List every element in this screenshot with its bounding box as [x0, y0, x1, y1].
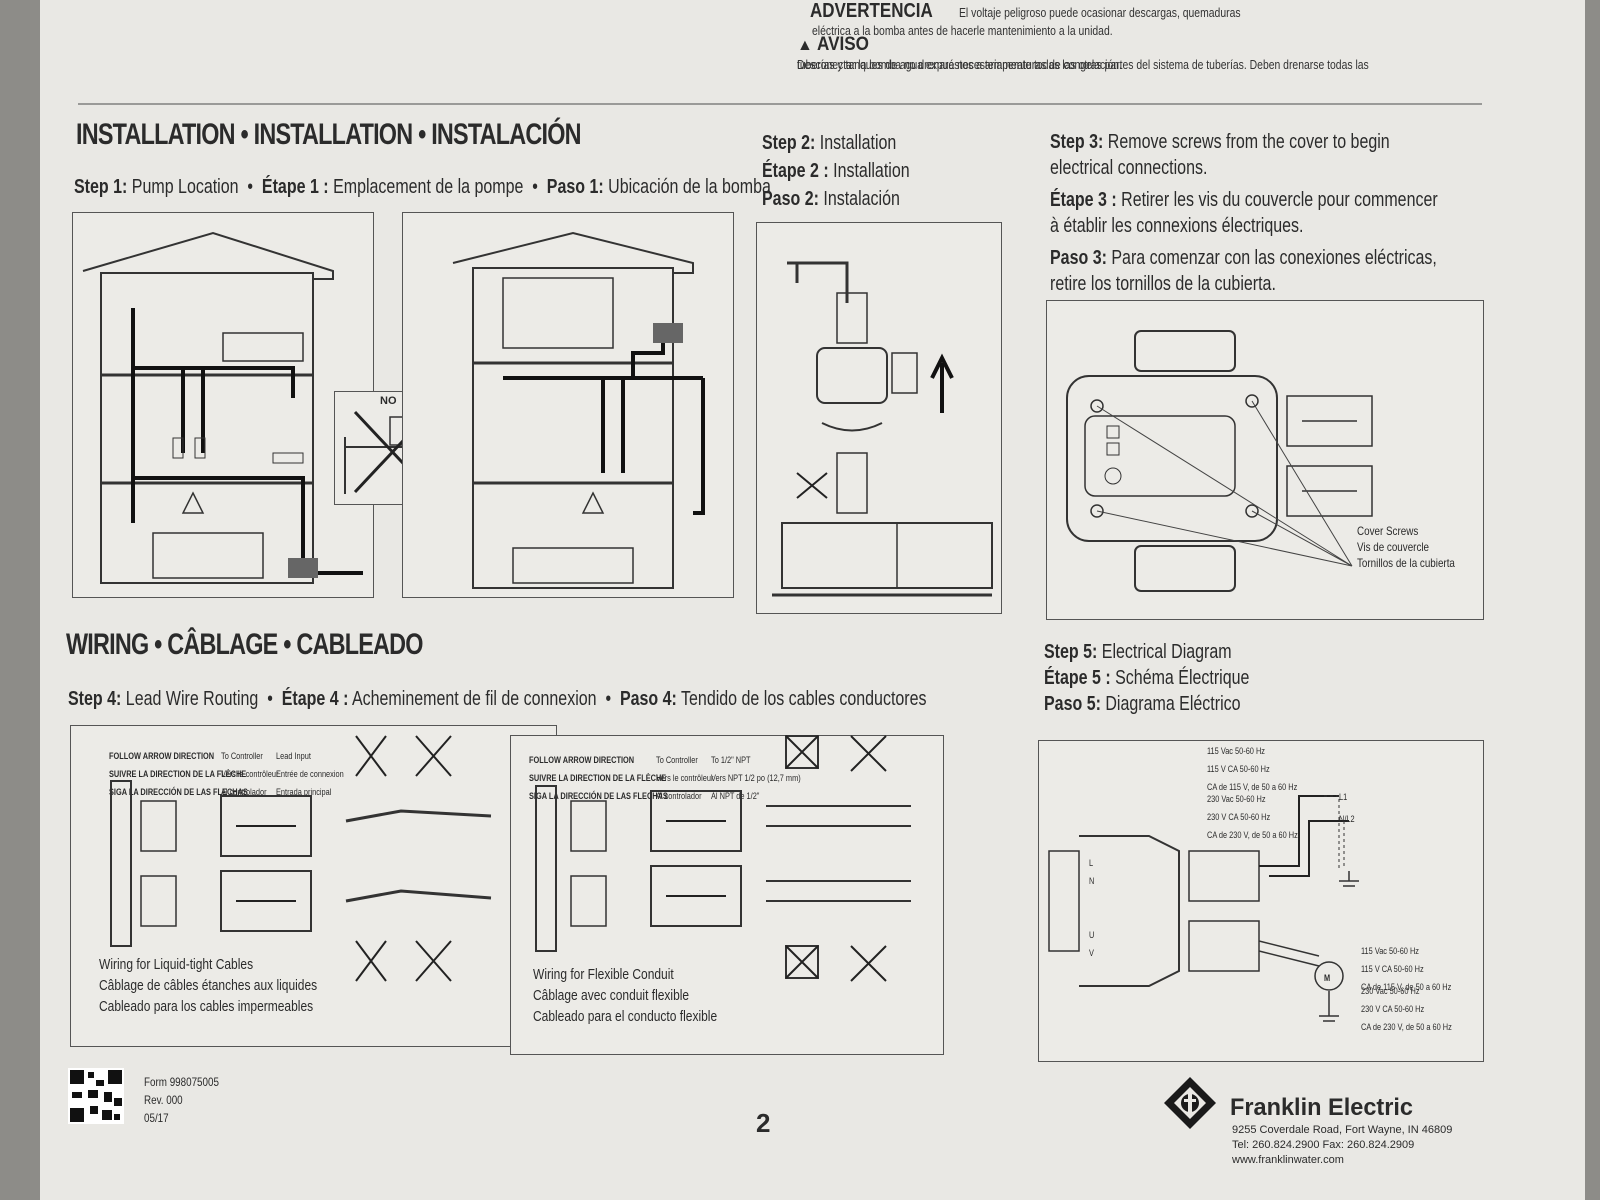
no-label: NO	[380, 395, 397, 407]
l1-label: L1	[1339, 792, 1348, 802]
npt-note: To 1/2" NPT Vers NPT 1/2 po (12,7 mm) Al…	[711, 755, 801, 801]
arrow-direction-note: FOLLOW ARROW DIRECTION SUIVRE LA DIRECTI…	[109, 751, 248, 797]
nl2-label: N/L2	[1339, 814, 1355, 824]
step1-label: Step 1: Pump Location • Étape 1 : Emplac…	[74, 176, 771, 198]
step2-labels: Step 2: Installation Étape 2 : Installat…	[762, 132, 910, 210]
pump-illustration	[772, 261, 993, 597]
warning-triangle-icon: ▲	[797, 37, 813, 54]
to-controller-note: To Controller Vers le contrôleur Al cont…	[221, 751, 279, 797]
step4-label: Step 4: Lead Wire Routing • Étape 4 : Ac…	[68, 688, 927, 710]
house-illustration	[452, 231, 705, 589]
manual-page: ADVERTENCIA El voltaje peligroso puede o…	[40, 0, 1585, 1200]
house-illustration	[82, 231, 363, 584]
wiring-flexible-conduit-panel: FOLLOW ARROW DIRECTION SUIVRE LA DIRECTI…	[510, 735, 944, 1055]
to-controller-note: To Controller Vers le contrôleur Al cont…	[656, 755, 714, 801]
lead-input-note: Lead Input Entrée de connexion Entrada p…	[276, 751, 344, 797]
arrow-direction-note: FOLLOW ARROW DIRECTION SUIVRE LA DIRECTI…	[529, 755, 668, 801]
cover-screws-callout: Cover Screws Vis de couvercle Tornillos …	[1357, 524, 1455, 570]
step3-text: Step 3: Remove screws from the cover to …	[1050, 131, 1438, 295]
wiring-liquid-tight-panel: FOLLOW ARROW DIRECTION SUIVRE LA DIRECTI…	[70, 725, 557, 1047]
wiring-title: WIRING • CÂBLAGE • CABLEADO	[66, 628, 423, 661]
aviso-text-1: Desconectar la bomba no drenará necesari…	[797, 57, 1369, 72]
qr-code-icon	[68, 1068, 124, 1124]
form-info: Form 998075005 Rev. 000 05/17	[144, 1075, 219, 1125]
motor-label: M	[1324, 973, 1331, 983]
advertencia-text-2: eléctrica a la bomba antes de hacerle ma…	[812, 23, 1113, 38]
liquid-tight-caption: Wiring for Liquid-tight Cables Câblage d…	[99, 956, 318, 1015]
company-contact: 9255 Coverdale Road, Fort Wayne, IN 4680…	[1232, 1124, 1453, 1166]
voltage-label-115-top: 115 Vac 50-60 Hz 115 V CA 50-60 Hz CA de…	[1207, 746, 1298, 792]
voltage-label-230-top: 230 Vac 50-60 Hz 230 V CA 50-60 Hz CA de…	[1207, 794, 1298, 840]
franklin-logo-icon	[1162, 1075, 1218, 1131]
advertencia-block: ADVERTENCIA El voltaje peligroso puede o…	[810, 0, 1311, 23]
aviso-text-2: tuberías y tanques de agua expuestos a t…	[797, 57, 1122, 72]
advertencia-text-1: El voltaje peligroso puede ocasionar des…	[958, 5, 1241, 20]
electrical-schematic	[1048, 795, 1359, 1022]
flexible-conduit-caption: Wiring for Flexible Conduit Câblage avec…	[533, 966, 718, 1025]
controller-cover-illustration	[1066, 330, 1373, 592]
voltage-label-115-bottom: 115 Vac 50-60 Hz 115 V CA 50-60 Hz CA de…	[1361, 946, 1452, 992]
terminal-labels: L N U V	[1089, 858, 1095, 958]
flexible-conduit-illustration	[535, 735, 911, 982]
aviso-label: AVISO	[817, 34, 870, 55]
pump-installation-diagram	[756, 222, 1002, 614]
house-diagram-correct-2	[402, 212, 734, 598]
aviso-block: ▲ AVISO Desconectar la bomba no drenará …	[797, 34, 1585, 74]
voltage-label-230-bottom: 230 Vac 50-60 Hz 230 V CA 50-60 Hz CA de…	[1361, 986, 1452, 1032]
page-number: 2	[756, 1108, 771, 1138]
brand-name: Franklin Electric	[1230, 1094, 1414, 1121]
advertencia-label: ADVERTENCIA	[810, 0, 933, 22]
step5-labels: Step 5: Electrical Diagram Étape 5 : Sch…	[1044, 641, 1250, 715]
top-divider	[78, 103, 1482, 105]
liquid-tight-cable-illustration	[110, 735, 492, 982]
house-diagram-correct-1	[72, 212, 374, 598]
installation-title: INSTALLATION • INSTALLATION • INSTALACIÓ…	[76, 118, 582, 151]
electrical-diagram: 115 Vac 50-60 Hz 115 V CA 50-60 Hz CA de…	[1038, 740, 1484, 1062]
cover-screws-diagram: Cover Screws Vis de couvercle Tornillos …	[1046, 300, 1484, 620]
